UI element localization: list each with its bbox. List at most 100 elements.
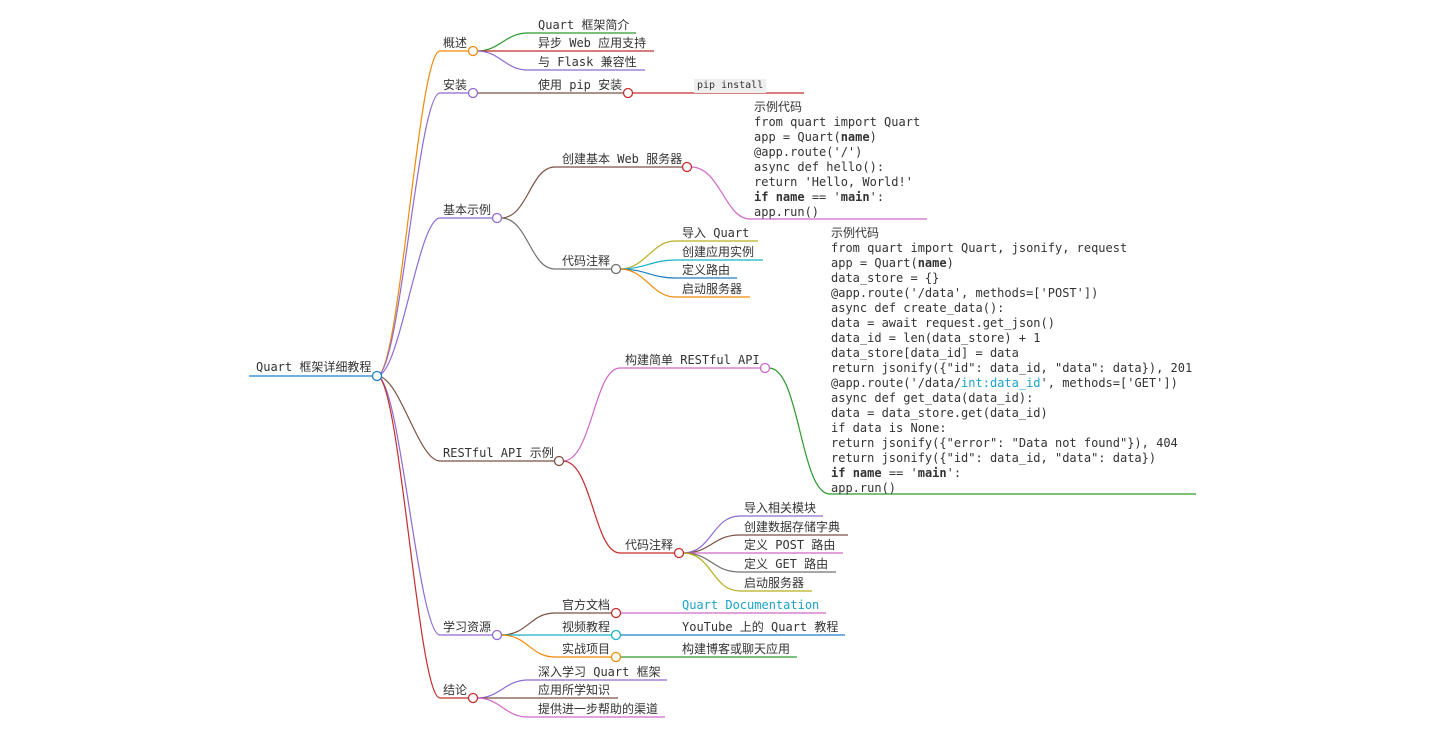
s4-code-block: 示例代码 from quart import Quart, jsonify, r… — [831, 226, 1192, 496]
s2-child-1a-code[interactable]: pip install — [694, 79, 767, 93]
node-s4-c1 — [759, 362, 771, 374]
edge-root-s4 — [376, 375, 554, 462]
code-line: async def hello(): — [754, 160, 885, 174]
s2-title[interactable]: 安装 — [443, 78, 468, 92]
s5-child-3a[interactable]: 构建博客或聊天应用 — [682, 642, 791, 656]
edge-s3-c2 — [500, 217, 612, 270]
s6-child-3[interactable]: 提供进一步帮助的渠道 — [538, 702, 659, 716]
code-line: if name == 'main': — [754, 190, 885, 204]
node-s3-c2 — [610, 263, 622, 275]
s4-child-1[interactable]: 构建简单 RESTful API — [625, 353, 760, 367]
node-s5 — [491, 629, 503, 641]
s1-child-1[interactable]: Quart 框架简介 — [538, 18, 630, 32]
edge-s1-c1 — [476, 32, 636, 52]
edge-s4-c1 — [562, 367, 761, 462]
edge-s3-c2d — [619, 268, 750, 298]
edge-root-s2 — [376, 92, 468, 377]
node-s2 — [467, 87, 479, 99]
edge-s1-c3 — [476, 50, 645, 71]
code-line: @app.route('/data/int:data_id', methods=… — [831, 376, 1178, 390]
node-s2-c1 — [622, 87, 634, 99]
s1-child-3[interactable]: 与 Flask 兼容性 — [538, 55, 637, 69]
node-s4-c2 — [673, 547, 685, 559]
node-s1 — [467, 45, 479, 57]
node-s3 — [491, 212, 503, 224]
s6-child-2[interactable]: 应用所学知识 — [538, 683, 611, 697]
s4-child-2d[interactable]: 定义 GET 路由 — [744, 557, 829, 571]
edge-root-s1 — [376, 50, 468, 377]
s5-child-2[interactable]: 视频教程 — [562, 620, 611, 634]
code-line: @app.route('/data', methods=['POST']) — [831, 286, 1099, 300]
edge-s4-c2a — [682, 515, 823, 554]
s1-title[interactable]: 概述 — [443, 36, 468, 50]
node-s3-c1 — [681, 161, 693, 173]
edge-s4-c2b — [682, 534, 848, 554]
s3-child-1[interactable]: 创建基本 Web 服务器 — [562, 152, 683, 166]
code-line: from quart import Quart, jsonify, reques… — [831, 241, 1128, 255]
code-line: return jsonify({"id": data_id, "data": d… — [831, 361, 1193, 375]
s3-child-2a[interactable]: 导入 Quart — [682, 226, 750, 240]
edge-s4-c2d — [682, 552, 836, 573]
code-line: app = Quart(name) — [831, 256, 954, 270]
node-s6 — [467, 692, 479, 704]
s4-child-2b[interactable]: 创建数据存储字典 — [744, 520, 841, 534]
edge-s5-c3 — [500, 634, 612, 658]
edge-s4-c2 — [562, 460, 674, 554]
code-line: return 'Hello, World!' — [754, 175, 913, 189]
s4-child-2a[interactable]: 导入相关模块 — [744, 501, 817, 515]
s3-child-2b[interactable]: 创建应用实例 — [682, 245, 755, 259]
s4-child-2e[interactable]: 启动服务器 — [744, 576, 805, 590]
code-line: async def get_data(data_id): — [831, 391, 1034, 405]
edge-s5-c1 — [500, 612, 612, 636]
code-line: data = await request.get_json() — [831, 316, 1055, 330]
s3-child-2[interactable]: 代码注释 — [562, 254, 611, 268]
node-s4 — [553, 455, 565, 467]
code-line: async def create_data(): — [831, 301, 1005, 315]
s3-title[interactable]: 基本示例 — [443, 203, 492, 217]
s4-child-2c[interactable]: 定义 POST 路由 — [744, 538, 836, 552]
root-label[interactable]: Quart 框架详细教程 — [256, 360, 372, 374]
code-line: data_store[data_id] = data — [831, 346, 1019, 360]
s6-title[interactable]: 结论 — [443, 683, 468, 697]
edge-s4-c1-code — [768, 367, 1196, 495]
s6-child-1[interactable]: 深入学习 Quart 框架 — [538, 665, 661, 679]
s4-child-2[interactable]: 代码注释 — [625, 538, 674, 552]
code-line: app.run() — [831, 481, 897, 495]
edge-s3-c2b — [619, 259, 763, 270]
code-line: app.run() — [754, 205, 820, 219]
s5-child-3[interactable]: 实战项目 — [562, 642, 611, 656]
code-line: return jsonify({"id": data_id, "data": d… — [831, 451, 1157, 465]
edge-s4-c2e — [682, 552, 812, 592]
s4-title[interactable]: RESTful API 示例 — [443, 446, 554, 460]
edge-root-s6 — [376, 375, 468, 699]
code-line: if name == 'main': — [831, 466, 962, 480]
code-line: app = Quart(name) — [754, 130, 877, 144]
s5-child-1a-link[interactable]: Quart Documentation — [682, 598, 820, 612]
edge-s6-c1 — [476, 679, 667, 699]
s3-child-2c[interactable]: 定义路由 — [682, 263, 731, 277]
edge-root-s5 — [376, 375, 492, 636]
node-s5-c3 — [610, 651, 622, 663]
s5-child-1[interactable]: 官方文档 — [562, 598, 611, 612]
edge-s3-c1 — [500, 166, 683, 219]
s2-child-1[interactable]: 使用 pip 安装 — [538, 78, 623, 92]
code-line: 示例代码 — [831, 226, 880, 240]
s3-code-block: 示例代码 from quart import Quart app = Quart… — [754, 100, 920, 220]
s3-child-2d[interactable]: 启动服务器 — [682, 282, 743, 296]
s5-child-2a[interactable]: YouTube 上的 Quart 教程 — [682, 620, 839, 634]
edge-s6-c3 — [476, 697, 665, 718]
code-line: from quart import Quart — [754, 115, 921, 129]
code-line: if data is None: — [831, 421, 947, 435]
node-s5-c2 — [610, 629, 622, 641]
node-root — [371, 370, 383, 382]
code-line: data_id = len(data_store) + 1 — [831, 331, 1041, 345]
s1-child-2[interactable]: 异步 Web 应用支持 — [538, 36, 647, 50]
code-line: return jsonify({"error": "Data not found… — [831, 436, 1178, 450]
code-line: @app.route('/') — [754, 145, 863, 159]
code-line: 示例代码 — [754, 100, 803, 114]
node-s5-c1 — [610, 607, 622, 619]
s5-title[interactable]: 学习资源 — [443, 620, 492, 634]
edge-root-s3 — [376, 217, 492, 377]
